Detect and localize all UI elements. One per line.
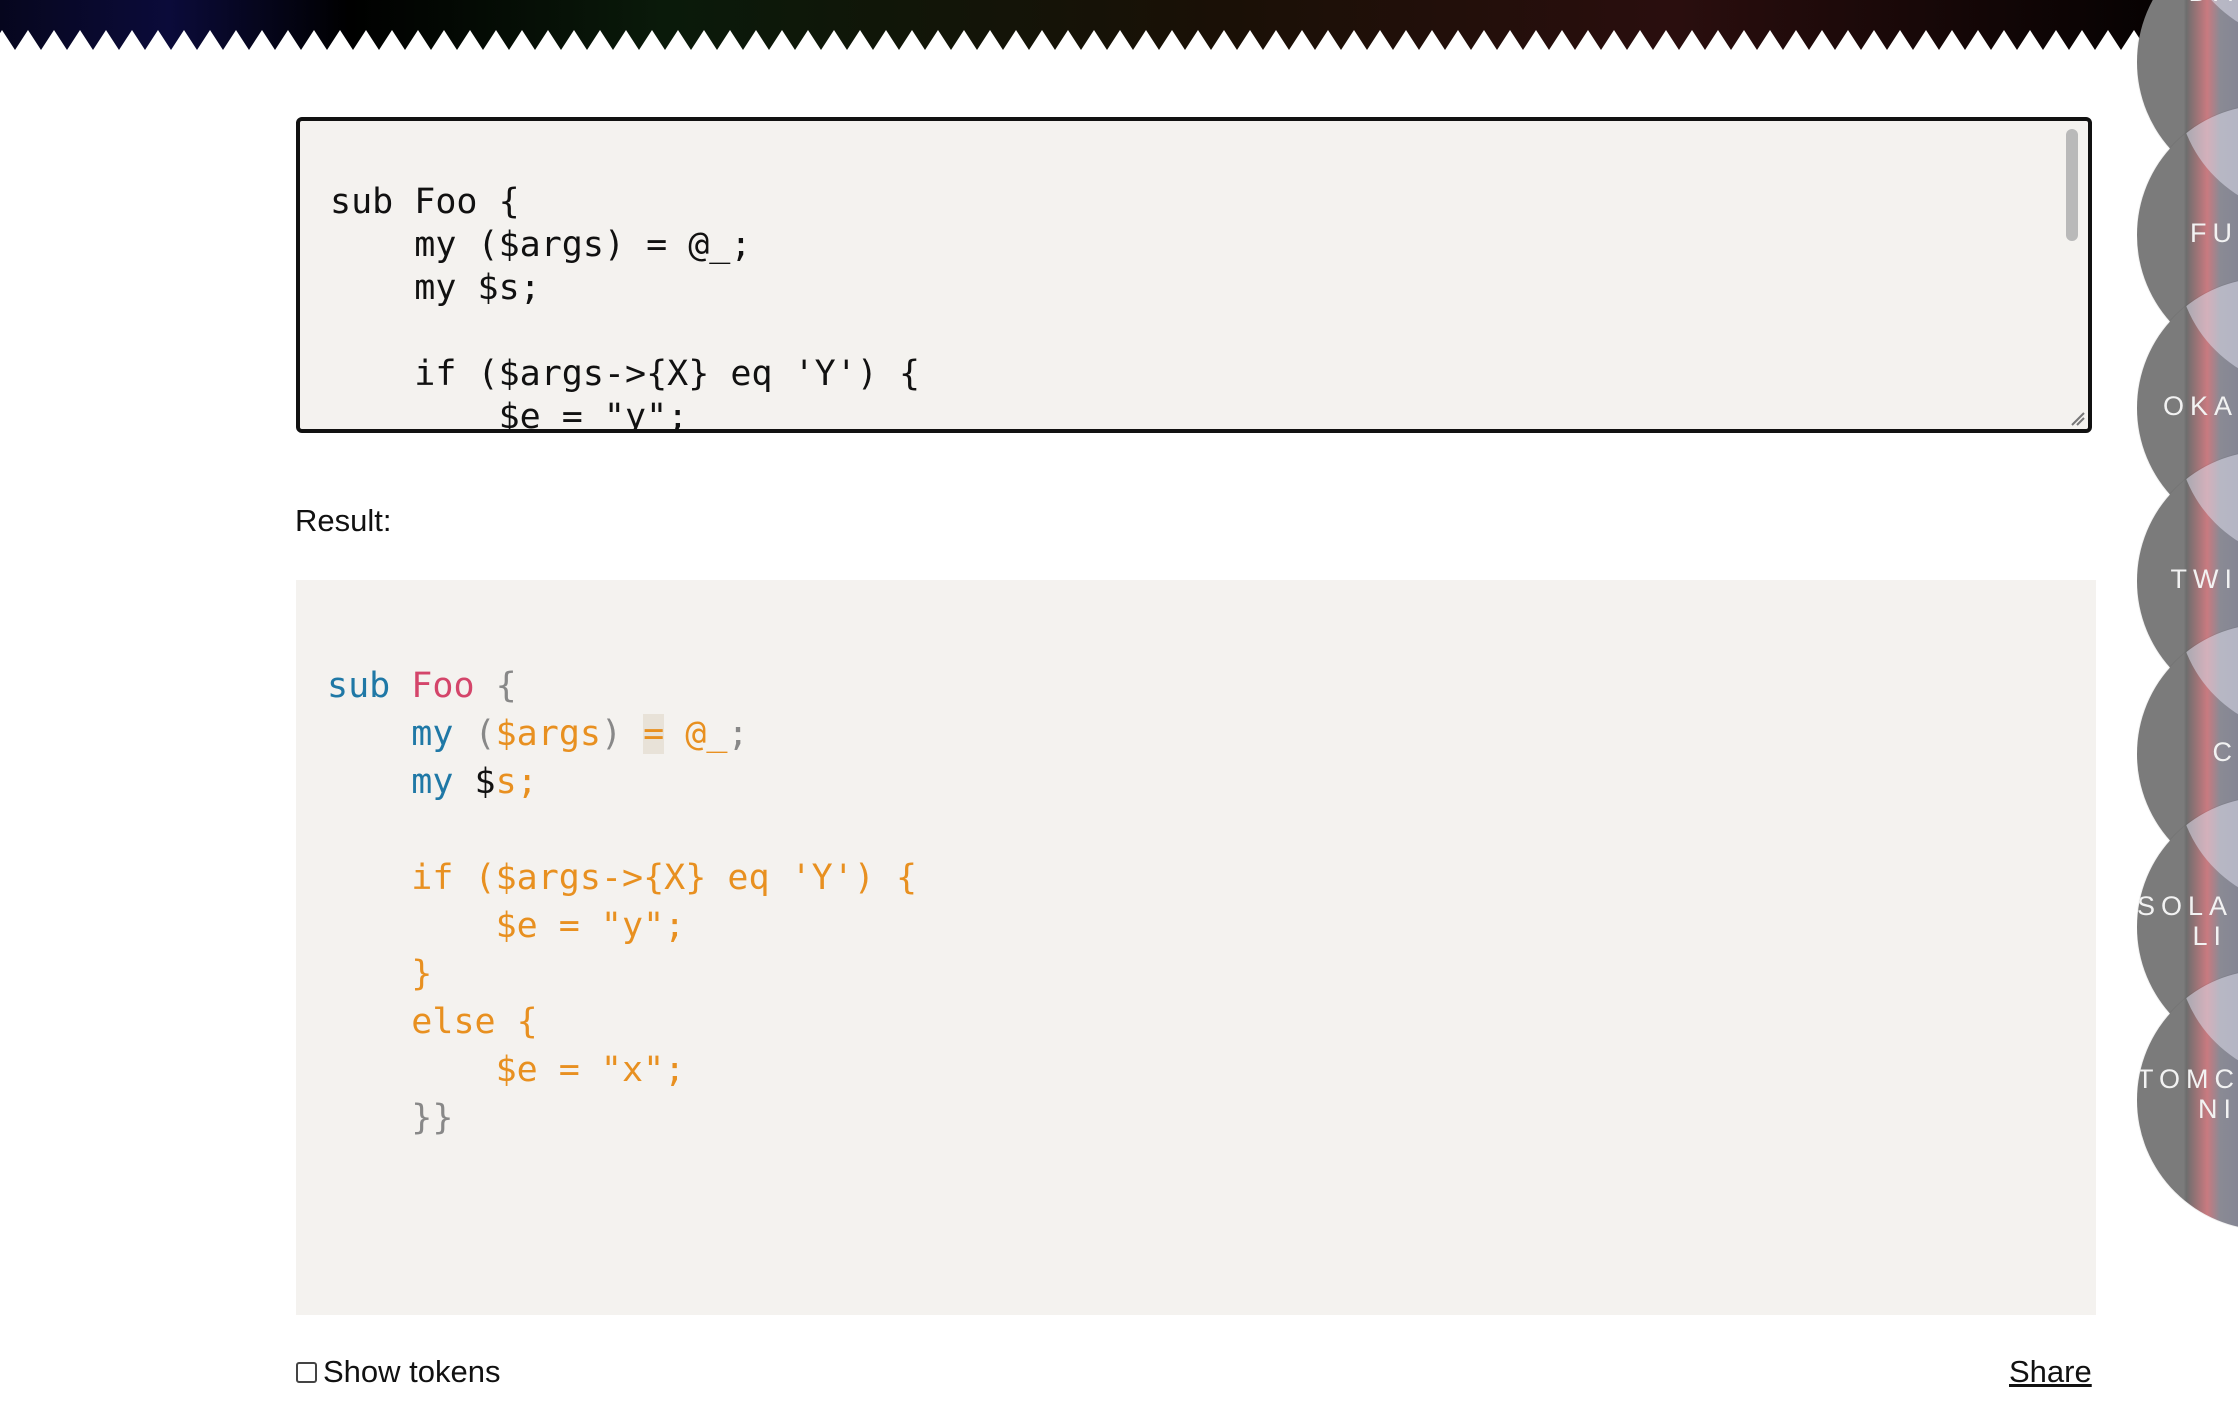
- editor-line: if ($args->{X} eq 'Y') {: [330, 354, 921, 394]
- token-variable: @_: [685, 714, 728, 754]
- token-code-line: $e = "x";: [495, 1050, 686, 1090]
- token-punctuation: ): [600, 714, 623, 754]
- theme-label: SOLA LI: [2137, 891, 2234, 951]
- highlighted-code: sub Foo { my ($args) = @_; my $s; if ($a…: [296, 580, 2096, 1142]
- top-decorative-band: [0, 0, 2238, 52]
- theme-label: FU: [2190, 218, 2238, 248]
- token-code-line: if ($args->{X} eq 'Y') {: [411, 858, 918, 898]
- token-punctuation: }: [411, 954, 433, 994]
- theme-label: TWI: [2170, 564, 2238, 594]
- theme-label: DA: [2137, 0, 2238, 7]
- token-variable: $args: [495, 714, 601, 754]
- theme-bubble[interactable]: TOMC NI: [2137, 970, 2238, 1230]
- token-punctuation: }: [411, 1098, 433, 1138]
- token-function: Foo: [411, 666, 475, 706]
- token-punctuation: (: [474, 714, 496, 754]
- editor-scrollbar[interactable]: [2060, 125, 2084, 409]
- editor-scroll-thumb[interactable]: [2066, 129, 2078, 241]
- token-variable: s;: [495, 762, 538, 802]
- token-keyword: my: [411, 762, 454, 802]
- show-tokens-checkbox[interactable]: [296, 1361, 317, 1383]
- highlighted-result: sub Foo { my ($args) = @_; my $s; if ($a…: [296, 580, 2096, 1315]
- code-editor[interactable]: sub Foo { my ($args) = @_; my $s; if ($a…: [296, 117, 2092, 433]
- token-code-line: else {: [411, 1002, 538, 1042]
- token-punctuation: }: [432, 1098, 454, 1138]
- token-punctuation: ;: [727, 714, 749, 754]
- theme-picker: DA FU OKA TWI C SOLA LI TOMC NI: [2137, 0, 2238, 1240]
- token-operator: =: [643, 714, 665, 754]
- theme-label: C: [2212, 737, 2238, 767]
- editor-line: my $s;: [330, 268, 541, 308]
- editor-line: $e = "y";: [330, 397, 689, 433]
- share-link[interactable]: Share: [2009, 1354, 2092, 1389]
- result-label: Result:: [295, 503, 392, 538]
- token-keyword: my: [411, 714, 454, 754]
- editor-line: sub Foo {: [330, 182, 520, 222]
- code-editor-text[interactable]: sub Foo { my ($args) = @_; my $s; if ($a…: [300, 121, 2088, 433]
- theme-label: TOMC NI: [2137, 1064, 2238, 1124]
- show-tokens-toggle[interactable]: Show tokens: [296, 1354, 501, 1390]
- theme-label: OKA: [2162, 391, 2238, 421]
- resize-handle-icon[interactable]: [2066, 407, 2086, 427]
- show-tokens-label: Show tokens: [323, 1354, 501, 1389]
- token-keyword: sub: [327, 666, 391, 706]
- token-sigil: $: [474, 762, 496, 802]
- token-punctuation: {: [495, 666, 517, 706]
- editor-line: my ($args) = @_;: [330, 225, 752, 265]
- token-code-line: $e = "y";: [495, 906, 686, 946]
